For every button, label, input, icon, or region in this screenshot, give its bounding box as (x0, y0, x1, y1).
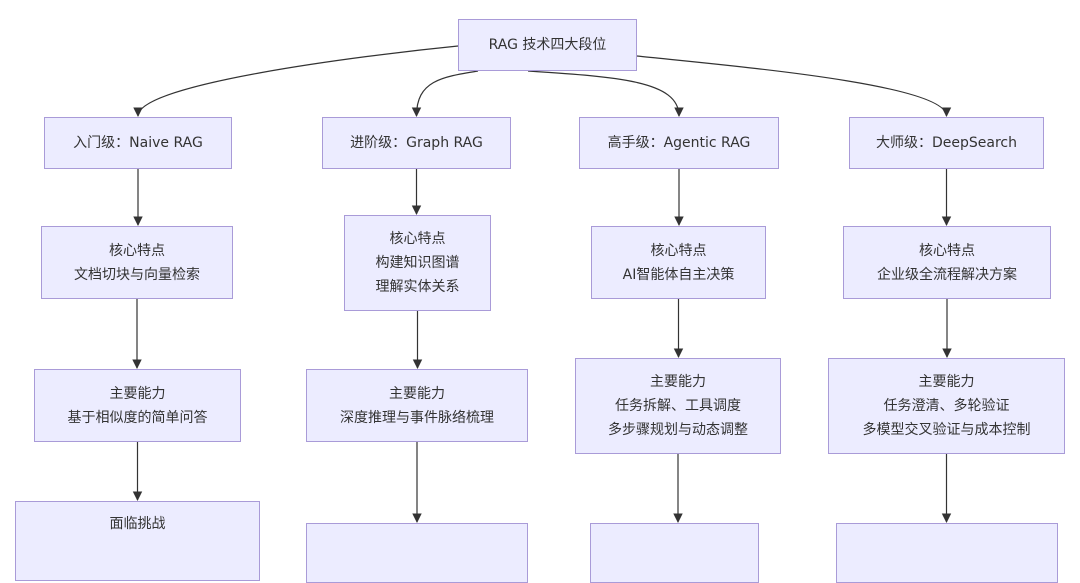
ability-title: 主要能力 (650, 374, 706, 390)
level-node-naive-rag: 入门级：Naive RAG (44, 117, 232, 169)
edge-root-to-c1-level (133, 45, 459, 117)
challenge-node-agentic-rag (590, 523, 759, 583)
flowchart-canvas: RAG 技术四大段位 入门级：Naive RAG 核心特点 文档切块与向量检索 … (15, 19, 1065, 583)
core-feature-text: 构建知识图谱 (375, 255, 460, 271)
ability-text: 任务拆解、工具调度 (615, 398, 741, 414)
core-feature-node-graph-rag: 核心特点 构建知识图谱 理解实体关系 (344, 215, 491, 311)
ability-title: 主要能力 (109, 385, 166, 402)
level-node-label: 高手级：Agentic RAG (607, 135, 751, 151)
ability-node-naive-rag: 主要能力 基于相似度的简单问答 (34, 369, 241, 442)
level-node-label: 大师级：DeepSearch (876, 135, 1017, 151)
challenge-title: 面临挑战 (109, 516, 166, 532)
core-feature-title: 核心特点 (650, 242, 707, 259)
root-node: RAG 技术四大段位 (458, 19, 637, 71)
edge-root-to-c3-level (527, 70, 684, 117)
ability-text: 基于相似度的简单问答 (67, 409, 208, 426)
root-node-label: RAG 技术四大段位 (488, 37, 607, 53)
core-feature-node-naive-rag: 核心特点 文档切块与向量检索 (41, 226, 233, 299)
level-node-label: 入门级：Naive RAG (73, 135, 203, 151)
core-feature-node-deepsearch: 核心特点 企业级全流程解决方案 (843, 226, 1051, 299)
ability-node-agentic-rag: 主要能力 任务拆解、工具调度 多步骤规划与动态调整 (575, 358, 781, 454)
ability-text: 任务澄清、多轮验证 (883, 398, 1010, 414)
core-feature-title: 核心特点 (109, 242, 165, 259)
ability-title: 主要能力 (918, 374, 975, 390)
core-feature-title: 核心特点 (919, 242, 975, 259)
core-feature-title: 核心特点 (389, 231, 446, 247)
ability-text: 深度推理与事件脉络梳理 (340, 409, 494, 426)
core-feature-text: 企业级全流程解决方案 (877, 266, 1017, 283)
level-node-deepsearch: 大师级：DeepSearch (849, 117, 1044, 169)
ability-node-graph-rag: 主要能力 深度推理与事件脉络梳理 (306, 369, 528, 442)
core-feature-node-agentic-rag: 核心特点 AI智能体自主决策 (591, 226, 766, 299)
ability-title: 主要能力 (389, 385, 445, 402)
level-node-agentic-rag: 高手级：Agentic RAG (579, 117, 779, 169)
core-feature-text: AI智能体自主决策 (622, 266, 735, 283)
ability-text: 多模型交叉验证与成本控制 (862, 422, 1031, 438)
core-feature-text: 理解实体关系 (375, 279, 460, 295)
edge-root-to-c4-level (636, 55, 952, 117)
challenge-node-naive-rag: 面临挑战 (15, 501, 260, 581)
core-feature-text: 文档切块与向量检索 (74, 266, 200, 283)
level-node-label: 进阶级：Graph RAG (350, 135, 483, 151)
level-node-graph-rag: 进阶级：Graph RAG (322, 117, 511, 169)
ability-text: 多步骤规划与动态调整 (608, 422, 748, 438)
challenge-node-deepsearch (836, 523, 1058, 583)
challenge-node-graph-rag (306, 523, 528, 583)
edge-root-to-c2-level (411, 70, 479, 117)
ability-node-deepsearch: 主要能力 任务澄清、多轮验证 多模型交叉验证与成本控制 (828, 358, 1065, 454)
